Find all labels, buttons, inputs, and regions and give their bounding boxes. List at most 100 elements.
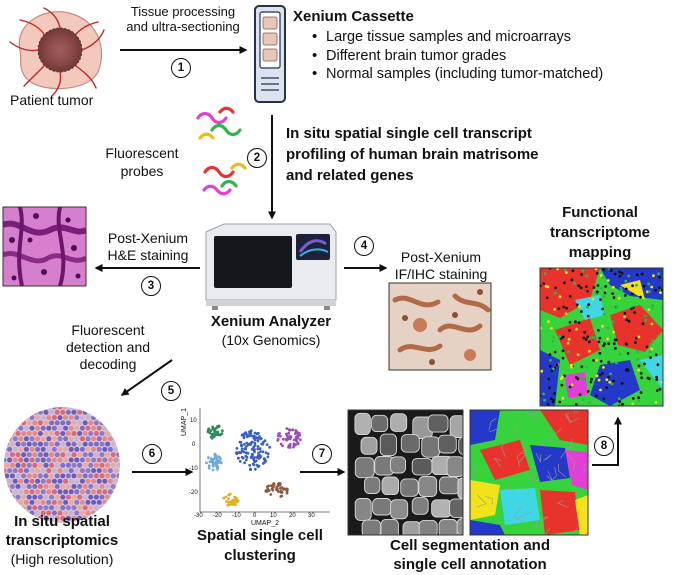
umap-point xyxy=(210,435,214,438)
spatial-spot xyxy=(51,425,57,431)
umap-point xyxy=(255,463,259,467)
spatial-spot xyxy=(32,462,38,468)
map-dot xyxy=(618,270,621,274)
spatial-spot xyxy=(23,425,29,431)
umap-point xyxy=(253,467,257,471)
spatial-spot xyxy=(91,407,97,410)
map-dot xyxy=(583,330,587,334)
spatial-spot xyxy=(7,436,13,442)
umap-point xyxy=(280,486,284,490)
segmented-cell xyxy=(400,478,419,497)
spatial-spot xyxy=(102,468,108,474)
spatial-spot xyxy=(18,468,24,474)
umap-point xyxy=(257,451,260,455)
spatial-spot xyxy=(23,489,29,495)
umap-point xyxy=(248,432,252,436)
spatial-spot xyxy=(23,457,29,463)
spatial-spot xyxy=(82,441,88,447)
spatial-spot xyxy=(107,446,113,452)
map-dot xyxy=(627,319,631,323)
umap-point xyxy=(253,450,256,454)
spatial-spot xyxy=(43,452,49,458)
segmented-cell xyxy=(411,457,433,476)
map-dot xyxy=(573,281,576,285)
spatial-spot xyxy=(40,478,46,484)
umap-point xyxy=(252,463,256,467)
spatial-spot xyxy=(37,452,43,458)
map-dot xyxy=(592,286,596,289)
umap-point xyxy=(250,452,254,456)
spatial-spot xyxy=(65,494,71,500)
map-dot xyxy=(647,377,651,381)
spatial-spot xyxy=(113,489,119,495)
map-dot xyxy=(568,329,571,332)
segmentation-label-line1: Cell segmentation and xyxy=(389,537,551,554)
spatial-spot xyxy=(23,478,29,484)
map-dot xyxy=(574,403,578,406)
spatial-spot xyxy=(21,420,27,426)
umap-point xyxy=(217,424,221,428)
map-dot xyxy=(650,285,654,289)
spatial-spot xyxy=(105,462,111,468)
map-dot xyxy=(564,312,568,316)
spatial-spot xyxy=(96,407,102,410)
spatial-spot xyxy=(12,468,18,474)
map-dot xyxy=(588,349,591,353)
map-dot xyxy=(540,326,543,330)
spatial-spot xyxy=(57,425,63,431)
step7-number-badge: 7 xyxy=(312,444,332,464)
map-dot xyxy=(595,272,599,275)
spatial-spot xyxy=(51,468,57,474)
spatial-spot xyxy=(51,489,57,495)
umap-point xyxy=(261,462,265,465)
spatial-spot xyxy=(54,494,60,500)
map-dot xyxy=(575,303,579,307)
spatial-spot xyxy=(79,436,85,442)
step5-text-line2: detection and xyxy=(65,339,151,355)
spatial-spot xyxy=(119,407,120,410)
umap-point xyxy=(244,451,248,455)
spatial-spot xyxy=(29,468,35,474)
segmented-cell xyxy=(360,436,378,455)
cassette-bullet: Normal samples (including tumor-matched) xyxy=(312,65,603,84)
spatial-spot xyxy=(91,478,97,484)
spatial-spot xyxy=(122,410,127,415)
map-dot xyxy=(570,383,574,387)
map-dot xyxy=(601,275,605,279)
umap-point xyxy=(259,455,263,458)
umap-xlabel: UMAP_2 xyxy=(250,520,279,527)
cell-outline xyxy=(489,429,501,436)
spatial-spot xyxy=(71,484,77,489)
spatial-spot xyxy=(63,407,69,410)
spatial-spot xyxy=(88,462,94,468)
map-dot xyxy=(586,335,590,339)
map-dot xyxy=(568,295,572,298)
spatial-spot xyxy=(21,409,27,415)
spatial-spot xyxy=(63,478,69,484)
map-dot xyxy=(558,335,561,339)
spatial-spot xyxy=(85,436,91,442)
map-dot xyxy=(619,286,623,290)
functional-title-line2: transcriptome xyxy=(549,224,651,241)
spatial-spot xyxy=(102,499,108,505)
spatial-spot xyxy=(74,436,80,442)
spatial-spot xyxy=(71,409,77,415)
segmented-cell xyxy=(456,518,463,535)
umap-point xyxy=(207,456,210,460)
spatial-spot xyxy=(102,446,108,452)
spatial-spot xyxy=(43,505,49,511)
spatial-spot xyxy=(96,489,102,495)
map-dot xyxy=(591,380,595,384)
map-dot xyxy=(643,362,646,366)
cell-outline xyxy=(583,462,588,467)
spatial-spot xyxy=(46,478,52,484)
umap-xtick: 30 xyxy=(308,513,315,519)
spatial-spot xyxy=(29,478,35,484)
spatial-spot xyxy=(32,484,38,489)
map-dot xyxy=(540,369,544,373)
spatial-spot xyxy=(102,415,108,421)
spatial-spot xyxy=(113,478,119,484)
spatial-spot xyxy=(96,415,102,421)
umap-point xyxy=(296,431,300,435)
spatial-spot xyxy=(9,494,15,500)
